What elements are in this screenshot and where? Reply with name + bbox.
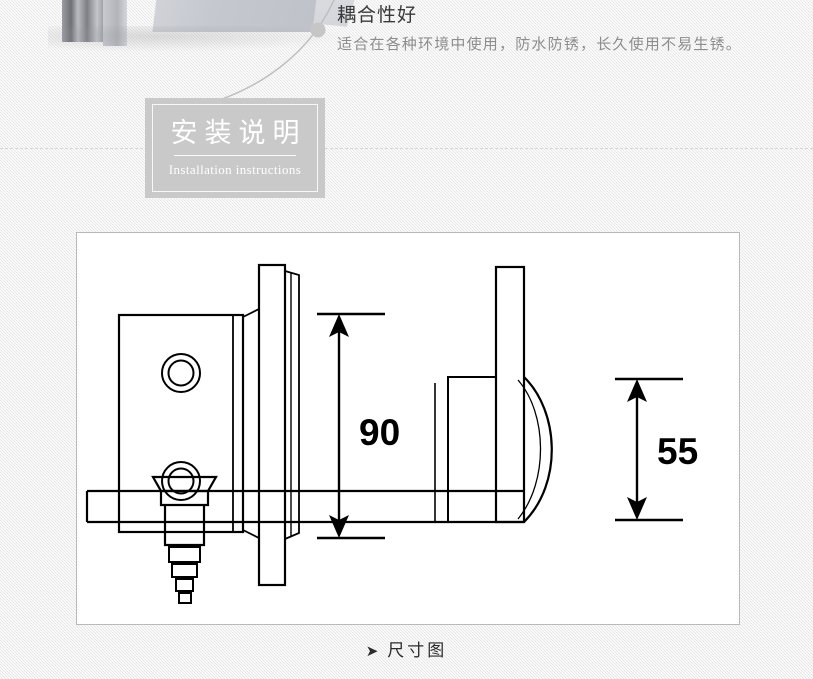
front-body-step (242, 307, 260, 540)
dimension-drawing: 90 (85, 263, 698, 604)
screw-thread-4 (178, 592, 192, 604)
feature-block: 耦合性好 适合在各种环境中使用，防水防锈，长久使用不易生锈。 (337, 2, 807, 56)
screw-thread-2 (171, 563, 198, 578)
screw-thread-3 (175, 578, 194, 592)
side-curved-face (523, 376, 553, 523)
badge-title-en: Installation instructions (168, 162, 302, 177)
product-clamp-edge (103, 0, 127, 46)
front-plate-thickness (284, 270, 300, 540)
screw-shank (163, 505, 206, 547)
section-divider (0, 148, 813, 150)
caption-marker-icon: ➤ (365, 642, 379, 660)
dim90-arrow-down (329, 515, 349, 538)
dimension-drawing-panel: 90 (76, 232, 740, 625)
front-plate (257, 263, 287, 587)
feature-title: 耦合性好 (337, 4, 418, 26)
front-hole-lower-outer (161, 461, 201, 501)
caption-text: 尺寸图 (387, 641, 448, 661)
product-shadow (48, 26, 348, 52)
installation-badge: 安装说明 Installation instructions (145, 98, 325, 198)
front-hole-upper-outer (161, 353, 201, 393)
drawing-caption: ➤ 尺寸图 (0, 636, 813, 661)
dim90-label: 90 (359, 412, 400, 453)
screw-neck (159, 491, 210, 507)
side-curved-inner (517, 379, 542, 520)
leader-dot (310, 22, 326, 38)
front-hole-upper-inner (167, 359, 195, 387)
front-body (117, 313, 245, 534)
dim90-arrow-up (329, 314, 349, 337)
badge-title-cn: 安装说明 (170, 118, 307, 149)
dim55-label: 55 (657, 431, 698, 472)
badge-rule (174, 155, 296, 156)
dim55-arrow-down (627, 497, 647, 520)
front-hole-lower-inner (167, 467, 195, 495)
side-plate (494, 265, 526, 524)
dim55-arrow-up (627, 379, 647, 402)
product-photo (48, 0, 370, 60)
side-bracket (447, 376, 496, 522)
installation-badge-inner: 安装说明 Installation instructions (152, 104, 318, 192)
screw-thread-1 (168, 546, 201, 563)
feature-description: 适合在各种环境中使用，防水防锈，长久使用不易生锈。 (337, 35, 743, 53)
